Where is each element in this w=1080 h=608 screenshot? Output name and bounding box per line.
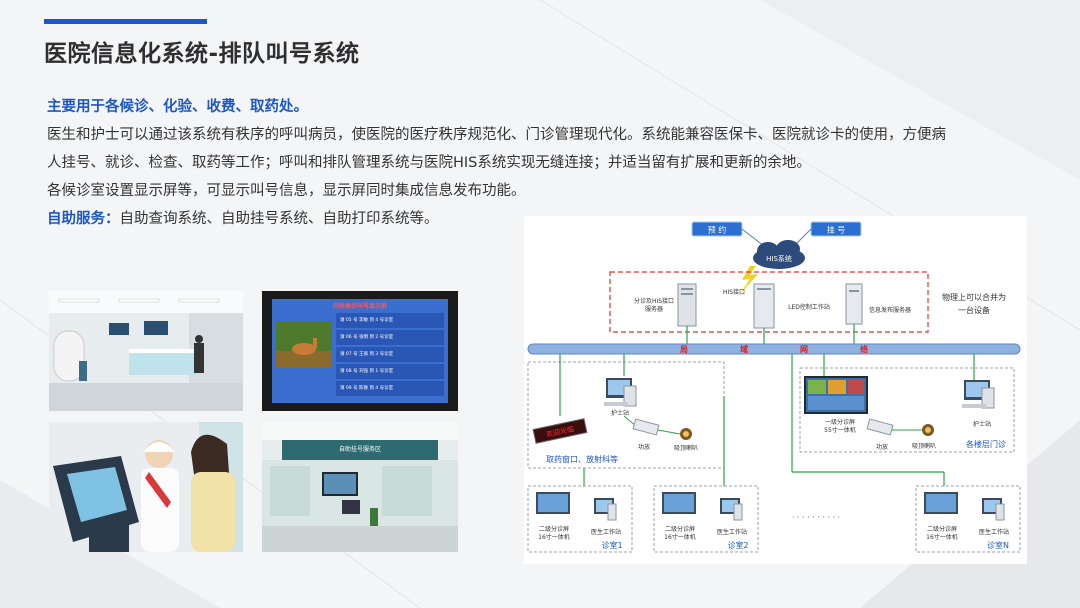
network-char: 局 (679, 345, 688, 354)
amplifier-label: 功放 (638, 443, 650, 451)
network-bar (527, 343, 1021, 355)
merge-note-line2: 一台设备 (958, 305, 990, 315)
nurse-station-label: 护士站 (973, 420, 991, 428)
title-accent-bar (44, 19, 207, 24)
room-screen-icon (536, 492, 570, 514)
primary-screen-label-2: 55寸一体机 (824, 426, 856, 434)
roomn-screen-label-2: 16寸一体机 (926, 533, 958, 541)
server-label-publish: 信息发布服务器 (869, 306, 911, 314)
display-row: 请 09 号 陈静 到 4 号诊室 (336, 381, 444, 396)
office-sign: 自助挂号服务区 (338, 446, 381, 453)
photo-lobby (49, 291, 243, 411)
roomn-name: 诊室N (987, 540, 1009, 550)
box-registration: 挂 号 (827, 225, 846, 235)
left-group-caption: 取药窗口、放射科等 (546, 454, 618, 464)
speaker-label: 吸顶喇叭 (674, 444, 698, 452)
computer-icon (982, 498, 1005, 521)
computer-icon (962, 380, 995, 409)
room-screen-icon (662, 492, 696, 514)
display-row: 请 08 号 刘强 到 1 号诊室 (336, 364, 444, 379)
network-char: 网 (800, 345, 808, 354)
speaker-label: 吸顶喇叭 (912, 442, 936, 450)
room-screen-icon (924, 492, 958, 514)
amplifier-icon (866, 418, 894, 436)
server-icon (845, 283, 863, 325)
system-diagram: 预 约 挂 号 HIS系统 分诊及HIS接口服务器 HIS接口 LED控制工作站 (524, 216, 1027, 564)
self-service-label: 自助服务： (47, 211, 120, 227)
network-char: 络 (860, 344, 868, 354)
room2-screen-label-1: 二级分诊屏 (665, 525, 695, 533)
room1-screen-label-1: 二级分诊屏 (539, 525, 569, 533)
intro-heading: 主要用于各候诊、化验、收费、取药处。 (47, 99, 308, 115)
display-screen: 内科候诊叫号显示屏 请 05 号 李敏 到 4 号诊室 请 06 号 张明 到 … (272, 299, 448, 403)
room1-name: 诊室1 (601, 540, 622, 550)
deer-picture (276, 321, 332, 367)
display-header: 内科候诊叫号显示屏 (332, 303, 387, 310)
display-row: 请 07 号 王丽 到 3 号诊室 (336, 347, 444, 362)
server-icon (753, 283, 775, 329)
amplifier-label: 功放 (876, 443, 888, 451)
room1-screen-label-2: 16寸一体机 (538, 533, 570, 541)
merge-note-line1: 物理上可以合并为 (942, 292, 1006, 302)
room2-doctor-label: 医生工作站 (717, 528, 747, 536)
right-group-caption: 各楼层门诊 (966, 439, 1006, 449)
room2-name: 诊室2 (727, 540, 748, 550)
speaker-icon (680, 428, 692, 440)
photo-kiosk (49, 422, 243, 552)
roomn-doctor-label: 医生工作站 (979, 528, 1009, 536)
amplifier-icon (632, 418, 660, 436)
room1-doctor-label: 医生工作站 (591, 528, 621, 536)
self-service-text: 自助查询系统、自助挂号系统、自助打印系统等。 (119, 211, 439, 227)
display-rows: 请 05 号 李敏 到 4 号诊室 请 06 号 张明 到 2 号诊室 请 07… (336, 313, 444, 398)
box-appointment: 预 约 (708, 225, 727, 235)
network-char: 域 (740, 344, 748, 354)
server-label-led: LED控制工作站 (788, 303, 830, 311)
photo-self-service-area: 自助挂号服务区 (262, 422, 458, 552)
server-label-triage: 分诊及HIS接口服务器 (634, 297, 674, 313)
server-icon (677, 283, 697, 327)
nurse-station-label: 护士站 (611, 409, 629, 417)
computer-icon (594, 498, 617, 521)
room2-screen-label-2: 16寸一体机 (664, 533, 696, 541)
speaker-icon (922, 424, 934, 436)
photo-queue-display: 内科候诊叫号显示屏 请 05 号 李敏 到 4 号诊室 请 06 号 张明 到 … (262, 291, 458, 411)
computer-icon (720, 498, 743, 521)
self-service-line: 自助服务：自助查询系统、自助挂号系统、自助打印系统等。 (47, 205, 439, 233)
large-display-icon (804, 376, 868, 414)
led-sign-icon (532, 418, 588, 444)
body-line-1: 医生和护士可以通过该系统有秩序的呼叫病员，使医院的医疗秩序规范化、门诊管理现代化… (47, 127, 946, 143)
body-line-3: 各候诊室设置显示屏等，可显示叫号信息，显示屏同时集成信息发布功能。 (47, 183, 526, 199)
system-diagram-svg: 预 约 挂 号 HIS系统 分诊及HIS接口服务器 HIS接口 LED控制工作站 (527, 221, 1021, 553)
display-row: 请 05 号 李敏 到 4 号诊室 (336, 313, 444, 328)
roomn-screen-label-1: 二级分诊屏 (927, 525, 957, 533)
server-label-his: HIS接口 (723, 288, 745, 296)
page-title: 医院信息化系统-排队叫号系统 (44, 41, 360, 67)
rooms-ellipsis: · · · · · · · · · · (792, 513, 840, 522)
his-cloud-label: HIS系统 (766, 254, 792, 263)
display-row: 请 06 号 张明 到 2 号诊室 (336, 330, 444, 345)
body-line-2: 人挂号、就诊、检查、取药等工作；呼叫和排队管理系统与医院HIS系统实现无缝连接；… (47, 155, 811, 171)
his-cloud-icon (753, 240, 805, 269)
primary-screen-label-1: 一级分诊屏 (825, 418, 855, 426)
computer-icon (604, 378, 637, 407)
